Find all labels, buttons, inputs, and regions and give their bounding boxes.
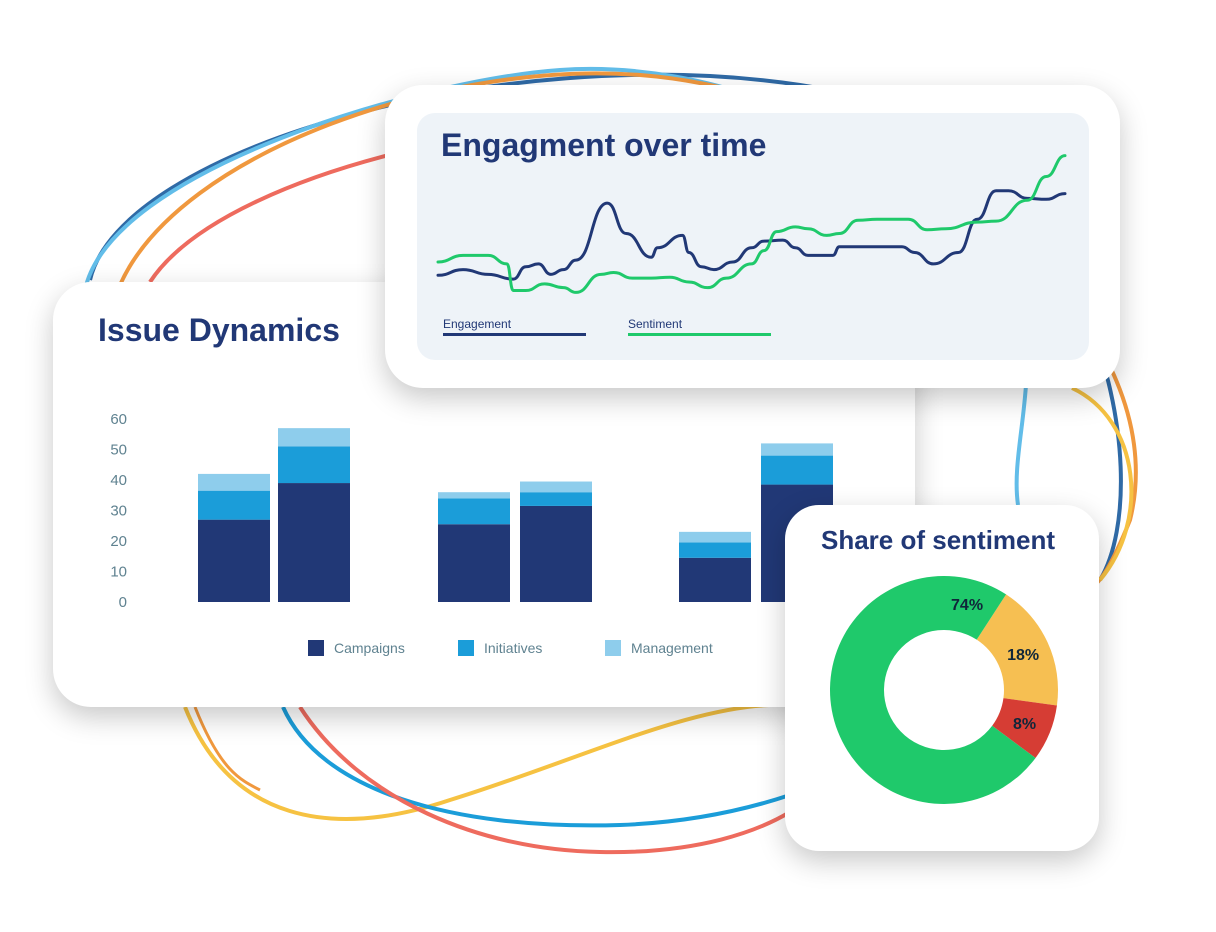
engagement-card: Engagment over time Engagement Sentiment [385,85,1120,388]
legend-label: Sentiment [628,317,683,331]
legend-label: Initiatives [484,640,543,656]
y-tick-label: 40 [110,472,127,489]
bar-chart: 0 10 20 30 40 50 60 [110,411,833,611]
y-tick-label: 0 [119,594,127,611]
legend-swatch [308,640,324,656]
legend-label: Management [631,640,713,656]
slice-label: 18% [1007,647,1039,664]
bar-management [761,443,833,456]
bar-campaigns [520,505,592,602]
engagement-title: Engagment over time [441,127,767,163]
line-chart [436,154,1067,294]
legend-swatch [605,640,621,656]
share-of-sentiment-card: Share of sentiment 18% 8% 74% [785,505,1099,851]
legend-campaigns: Campaigns [308,640,405,656]
bar-campaigns [679,557,751,602]
y-tick-label: 50 [110,442,127,459]
bar-campaigns [438,524,510,602]
share-title: Share of sentiment [821,525,1056,555]
legend-line [443,333,586,336]
legend-engagement: Engagement [443,317,586,336]
bar-campaigns [278,483,350,602]
line-engagement [436,189,1067,281]
bar-campaigns [198,519,270,602]
legend-initiatives: Initiatives [458,640,542,656]
y-tick-label: 20 [110,533,127,550]
bar-initiatives [679,542,751,558]
bar-management [679,531,751,543]
bar-management [278,428,350,447]
bar-management [438,492,510,499]
legend-label: Campaigns [334,640,405,656]
engagement-panel: Engagment over time Engagement Sentiment [417,113,1089,360]
y-tick-label: 60 [110,411,127,428]
bar-initiatives [761,455,833,485]
line-sentiment [436,154,1067,294]
issue-dynamics-title: Issue Dynamics [98,312,340,348]
bar-initiatives [438,498,510,525]
y-tick-label: 10 [110,564,127,581]
legend-line [628,333,771,336]
legend-swatch [458,640,474,656]
slice-label: 74% [951,597,983,614]
legend-label: Engagement [443,317,512,331]
legend-management: Management [605,640,713,656]
donut-chart: 18% 8% 74% [830,576,1058,804]
donut-slice [976,594,1058,706]
bar-initiatives [278,446,350,484]
bar-management [198,473,270,491]
donut-slice [830,576,1036,804]
slice-label: 8% [1013,716,1036,733]
bar-initiatives [198,490,270,520]
y-tick-label: 30 [110,503,127,520]
bar-management [520,481,592,493]
legend-sentiment: Sentiment [628,317,771,336]
bar-initiatives [520,492,592,506]
donut-slice [992,698,1057,758]
